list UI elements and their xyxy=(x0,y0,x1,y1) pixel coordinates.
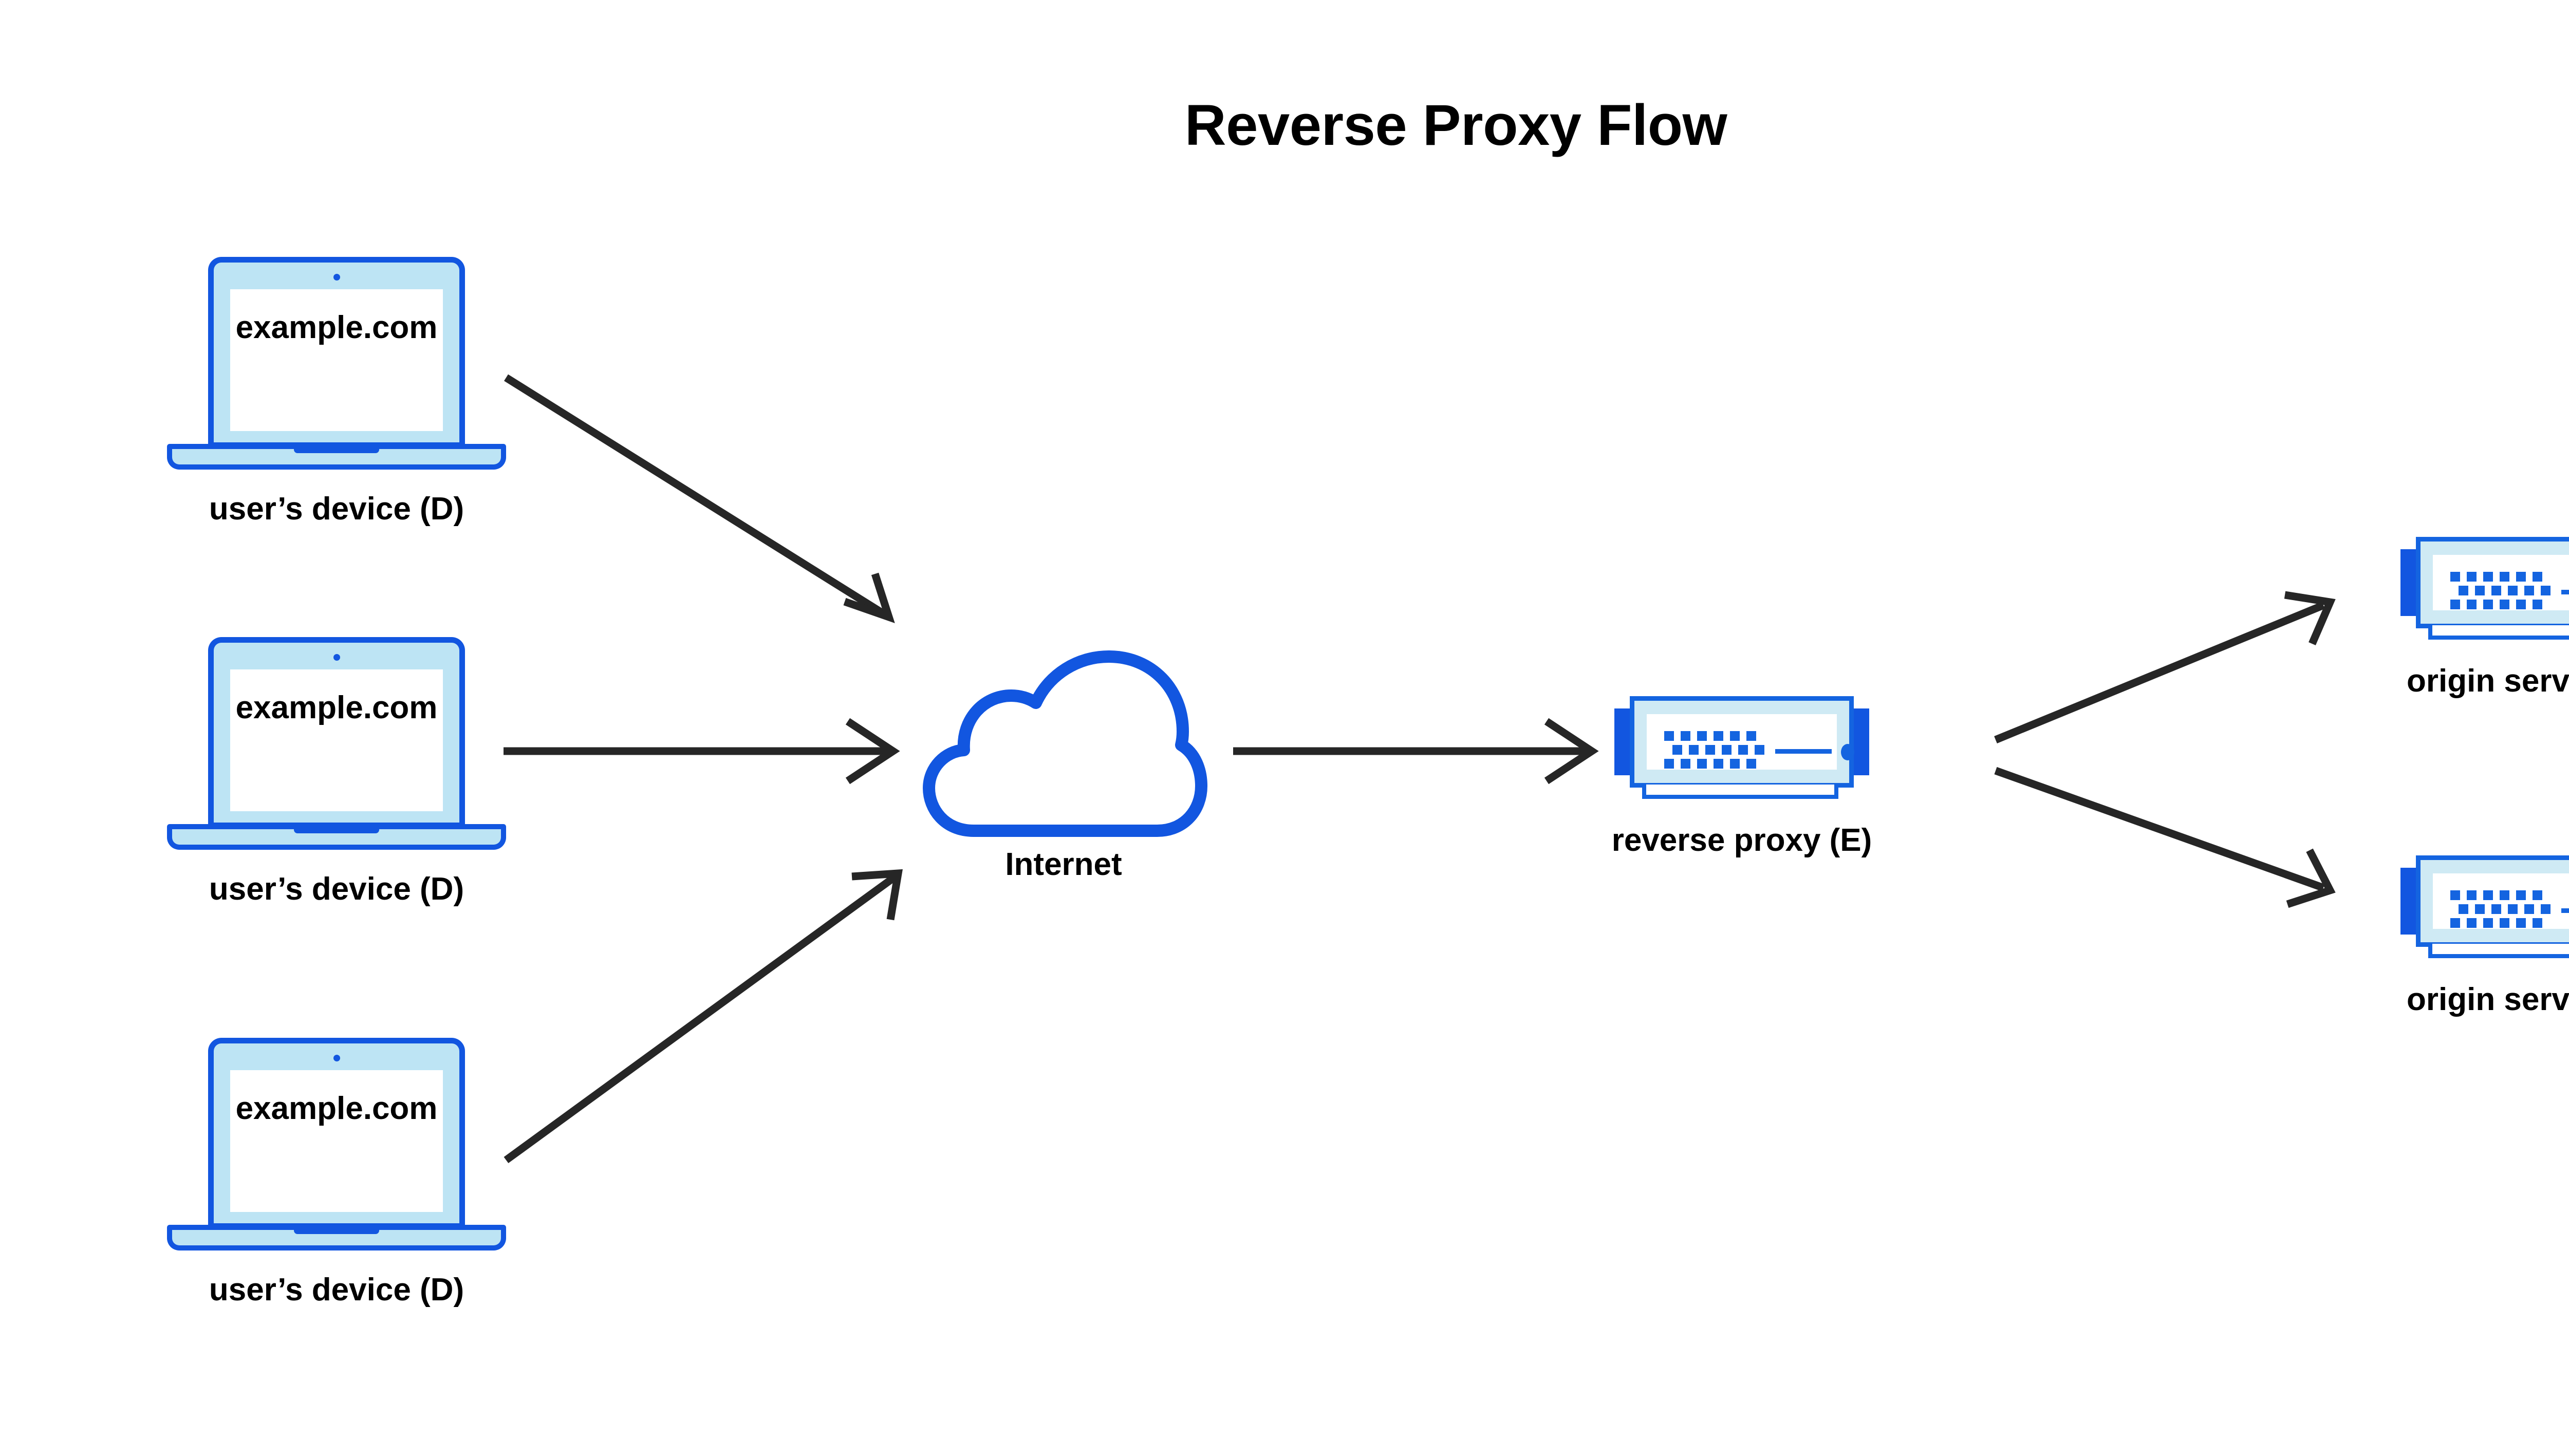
laptop-screen xyxy=(230,1070,443,1212)
laptop-lid: example.com xyxy=(208,257,465,448)
edge-device-top-to-internet xyxy=(504,374,895,624)
laptop-notch xyxy=(294,1227,379,1234)
edge-internet-to-reverse-proxy xyxy=(1233,718,1599,785)
laptop-icon: example.com xyxy=(167,257,506,473)
node-device-middle[interactable]: example.com user’s device (D) xyxy=(167,637,506,925)
laptop-lid: example.com xyxy=(208,637,465,828)
server-foot xyxy=(1642,785,1838,799)
server-icon xyxy=(2400,855,2569,958)
server-status-bar xyxy=(2561,908,2569,913)
webcam-icon xyxy=(333,274,340,281)
server-body xyxy=(1630,696,1854,788)
server-panel xyxy=(2433,555,2569,610)
page-title: Reverse Proxy Flow xyxy=(1184,93,1727,157)
server-foot xyxy=(2428,944,2569,958)
server-panel xyxy=(1647,714,1854,770)
edge-device-bottom-to-internet xyxy=(504,869,903,1164)
server-status-bar xyxy=(2561,590,2569,594)
origin-top-label: origin server (F) xyxy=(2407,663,2569,699)
node-internet[interactable]: Internet xyxy=(920,648,1207,882)
server-port-grid xyxy=(2450,890,2551,928)
server-body xyxy=(2416,855,2569,947)
cloud-icon xyxy=(923,650,1207,837)
node-device-bottom[interactable]: example.com user’s device (D) xyxy=(167,1038,506,1326)
server-port-grid xyxy=(1664,731,1764,769)
edge-device-middle-to-internet xyxy=(504,718,900,785)
reverse-proxy-label: reverse proxy (E) xyxy=(1611,823,1872,858)
node-origin-top[interactable]: origin server (F) xyxy=(2400,537,2569,712)
device-bottom-label: user’s device (D) xyxy=(209,1272,464,1308)
browser-url-text: example.com xyxy=(235,1091,438,1126)
laptop-notch xyxy=(294,826,379,833)
laptop-screen xyxy=(230,669,443,811)
laptop-icon: example.com xyxy=(167,1038,506,1254)
device-top-label: user’s device (D) xyxy=(209,491,464,527)
server-body xyxy=(2416,537,2569,628)
server-port-grid xyxy=(2450,572,2551,610)
laptop-notch xyxy=(294,446,379,453)
edge-reverse-proxy-to-origin-bottom xyxy=(1994,767,2336,908)
server-tab-left xyxy=(2400,868,2416,935)
server-icon xyxy=(2400,537,2569,640)
node-reverse-proxy[interactable]: reverse proxy (E) xyxy=(1612,696,1983,871)
node-device-top[interactable]: example.com user’s device (D) xyxy=(167,257,506,545)
device-middle-label: user’s device (D) xyxy=(209,871,464,907)
server-status-bar xyxy=(1775,749,1832,754)
server-tab-right xyxy=(1854,708,1869,775)
server-tab-left xyxy=(1614,708,1630,775)
server-icon xyxy=(1614,696,1869,799)
server-led-icon xyxy=(1841,744,1854,760)
internet-label: Internet xyxy=(1005,847,1122,882)
browser-url-text: example.com xyxy=(235,310,438,345)
laptop-screen xyxy=(230,289,443,431)
edge-reverse-proxy-to-origin-top xyxy=(1994,591,2336,743)
webcam-icon xyxy=(333,1055,340,1061)
server-foot xyxy=(2428,625,2569,640)
server-tab-left xyxy=(2400,549,2416,616)
server-panel xyxy=(2433,873,2569,929)
laptop-icon: example.com xyxy=(167,637,506,853)
origin-bottom-label: origin server (F) xyxy=(2407,982,2569,1017)
webcam-icon xyxy=(333,654,340,661)
laptop-lid: example.com xyxy=(208,1038,465,1229)
browser-url-text: example.com xyxy=(235,690,438,725)
node-origin-bottom[interactable]: origin server (F) xyxy=(2400,855,2569,1030)
